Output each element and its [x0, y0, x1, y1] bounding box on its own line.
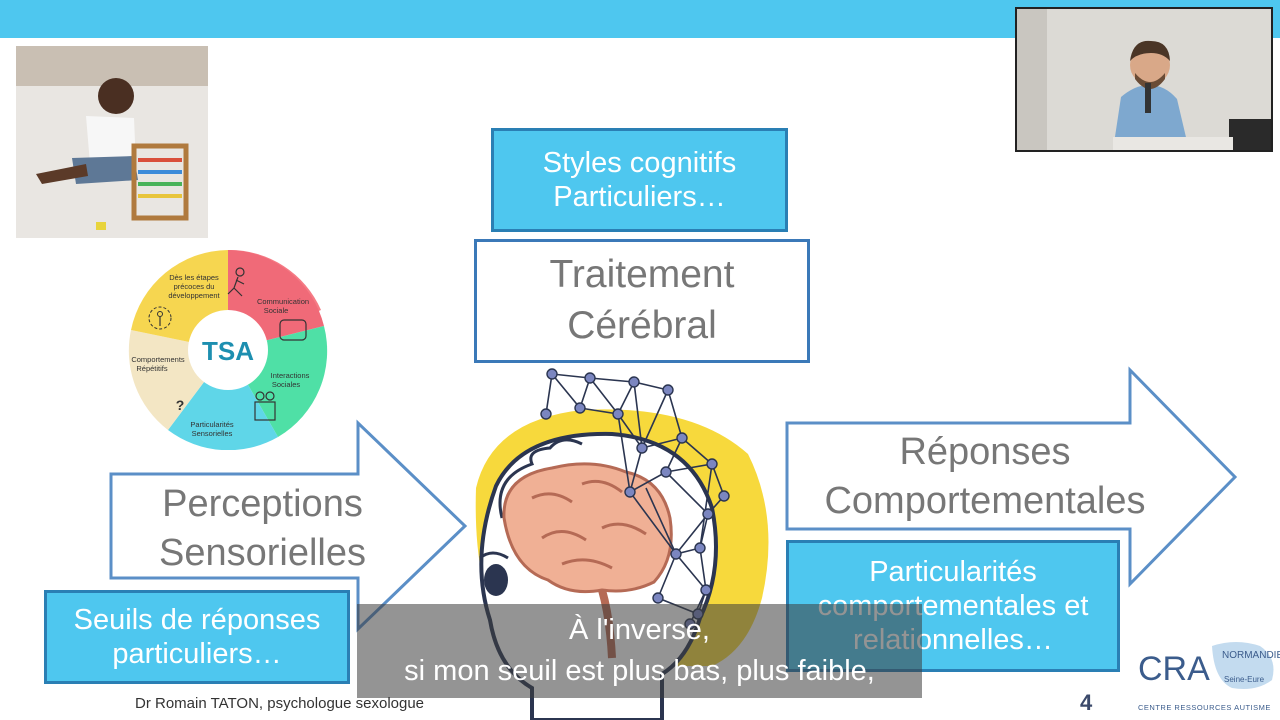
- sensory-perceptions-line1: Perceptions: [162, 483, 363, 525]
- speech-bubble-icon: [279, 319, 307, 341]
- brain-processing-box: Traitement Cérébral: [474, 239, 810, 363]
- logo-region-text: NORMANDIE: [1222, 650, 1280, 661]
- response-thresholds-line1: Seuils de réponses: [73, 603, 321, 636]
- tsa-seg3-line2: Sociales: [272, 380, 301, 389]
- sensory-perceptions-line2: Sensorielles: [159, 532, 366, 575]
- repetitive-person-icon: [148, 306, 172, 330]
- tsa-center-label: TSA: [202, 336, 254, 366]
- tsa-seg4-line2: Sensorielles: [192, 429, 233, 438]
- cra-normandie-logo: CRA NORMANDIE Seine-Eure CENTRE RESSOURC…: [1138, 642, 1280, 712]
- tsa-seg2-line2: Sociale: [264, 306, 289, 315]
- child-abacus-photo: [16, 46, 208, 238]
- response-thresholds-line2: particuliers…: [112, 638, 282, 670]
- cognitive-styles-line1: Styles cognitifs: [542, 146, 737, 179]
- cognitive-styles-line2: Particuliers…: [553, 181, 726, 213]
- tsa-seg1-line3: développement: [168, 291, 220, 300]
- sensory-perceptions-text: Perceptions Sensorielles: [120, 480, 405, 579]
- subtitle-line2: si mon seuil est plus bas, plus faible,: [404, 655, 875, 687]
- behavioral-responses-line1: Réponses: [899, 431, 1071, 473]
- behavioral-responses-text: Réponses Comportementales: [790, 428, 1180, 527]
- subtitle-line1: À l'inverse,: [569, 614, 710, 647]
- tsa-seg1-line2: précoces du: [174, 282, 215, 291]
- response-thresholds-box: Seuils de réponses particuliers…: [44, 590, 350, 684]
- tsa-seg3-line1: Interactions: [271, 371, 310, 380]
- cognitive-styles-box: Styles cognitifs Particuliers…: [491, 128, 788, 232]
- tsa-seg1-line1: Dès les étapes: [169, 273, 219, 282]
- tsa-question-mark: ?: [176, 397, 185, 413]
- brain-processing-line1: Traitement: [549, 253, 735, 297]
- logo-name-text: CENTRE RESSOURCES AUTISME: [1138, 703, 1271, 712]
- people-icon: [254, 391, 276, 421]
- logo-cra-text: CRA: [1138, 650, 1210, 688]
- running-figure-icon: [227, 267, 245, 297]
- tsa-wheel-diagram: TSA Dès les étapes précoces du développe…: [128, 250, 328, 450]
- brain-processing-line2: Cérébral: [567, 304, 717, 347]
- sensory-perceptions-arrow: [109, 419, 468, 633]
- network-nodes: [540, 368, 730, 630]
- slide-footer-author: Dr Romain TATON, psychologue sexologue: [135, 695, 425, 712]
- behavioral-responses-line2: Comportementales: [824, 480, 1146, 523]
- tsa-seg4-line1: Particularités: [190, 420, 234, 429]
- video-subtitle: À l'inverse, si mon seuil est plus bas, …: [357, 604, 922, 698]
- behavioral-responses-arrow: [785, 366, 1238, 588]
- logo-sub-text: Seine-Eure: [1224, 675, 1265, 684]
- presenter-webcam: [1015, 7, 1273, 152]
- tsa-seg2-line1: Communication: [257, 297, 309, 306]
- tsa-seg5-line1: Comportements: [131, 355, 185, 364]
- slide-page-number: 4: [1080, 690, 1093, 715]
- tsa-seg5-line2: Répétitifs: [136, 364, 168, 373]
- behavioral-particularities-line1: Particularités: [869, 555, 1037, 588]
